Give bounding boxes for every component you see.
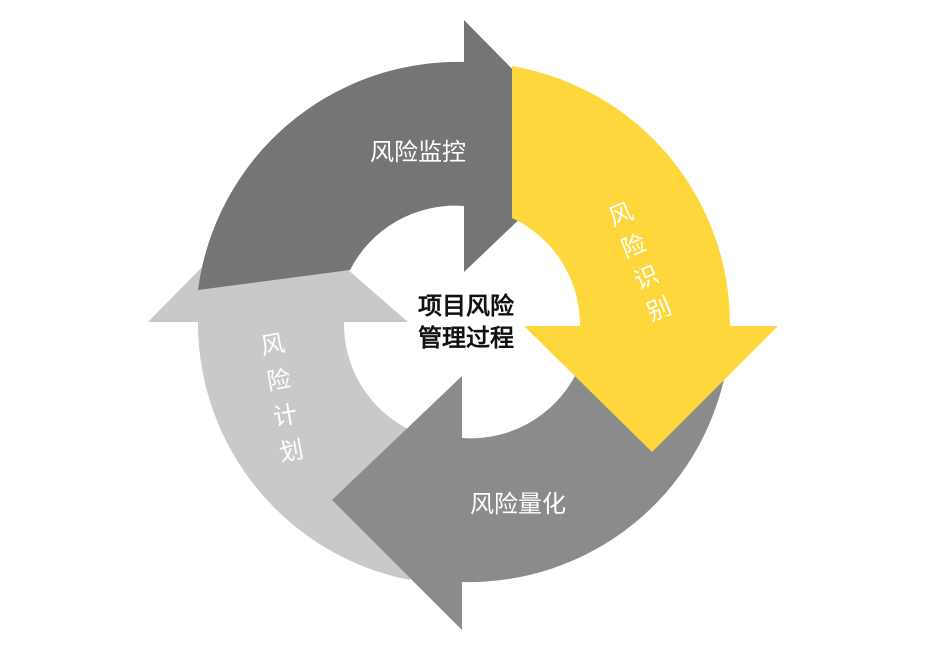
segment-identify (512, 66, 778, 452)
label-quantify: 风险量化 (470, 490, 566, 518)
label-monitor: 风险监控 (370, 138, 466, 166)
segment-plan (148, 200, 410, 580)
label-plan: 风险计划 (258, 329, 305, 467)
svg-text:风险计划: 风险计划 (258, 329, 305, 467)
center-title-line1: 项目风险 (418, 292, 515, 320)
segment-monitor (198, 20, 592, 290)
center-title-line2: 管理过程 (418, 324, 514, 352)
